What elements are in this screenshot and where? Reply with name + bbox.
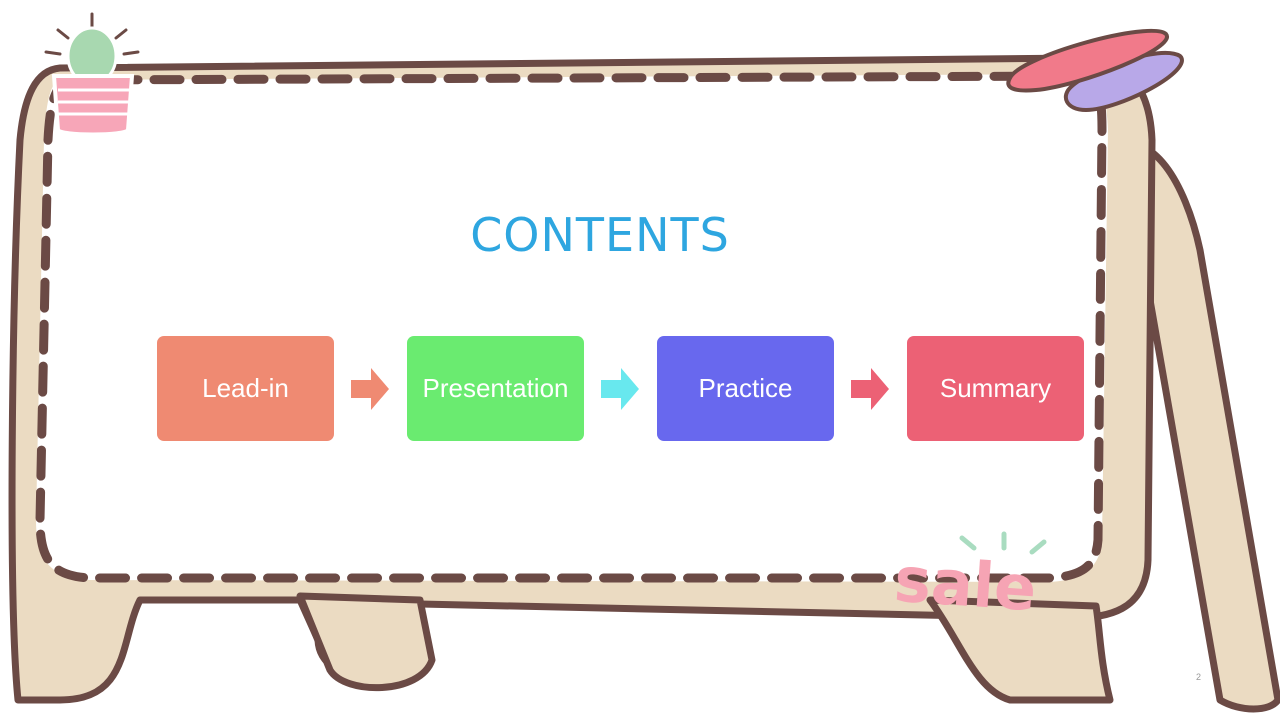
lead-in-box[interactable]: Lead-in bbox=[157, 336, 334, 441]
arrow-right-icon bbox=[851, 368, 889, 410]
summary-box[interactable]: Summary bbox=[907, 336, 1084, 441]
page-title: CONTENTS bbox=[470, 208, 730, 262]
dashed-stitch bbox=[35, 71, 1107, 583]
page-number: 2 bbox=[1196, 672, 1202, 682]
practice-box[interactable]: Practice bbox=[657, 336, 834, 441]
board-panel bbox=[36, 74, 1108, 582]
cactus-pot-icon bbox=[44, 12, 140, 137]
sale-sticker-icon: sale bbox=[892, 531, 1047, 626]
sale-sticker-text: sale bbox=[892, 543, 1039, 626]
left-foot bbox=[296, 592, 436, 692]
hair-clip-icon bbox=[1006, 28, 1184, 113]
right-foot bbox=[926, 596, 1114, 704]
arrow-right-icon bbox=[601, 368, 639, 410]
arrow-right-icon bbox=[351, 368, 389, 410]
presentation-box[interactable]: Presentation bbox=[407, 336, 584, 441]
